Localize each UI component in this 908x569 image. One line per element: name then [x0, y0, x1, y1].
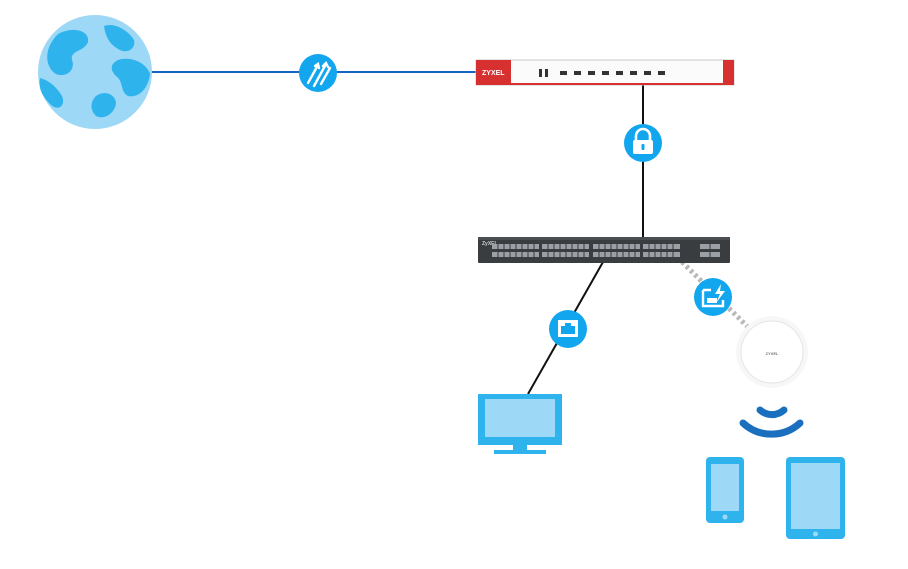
firewall-appliance-icon: ZYXEL	[475, 59, 735, 86]
network-switch-icon: ZyXEL	[478, 237, 730, 263]
ethernet-port-icon	[549, 310, 587, 348]
firewall-brand-label: ZYXEL	[482, 70, 505, 77]
desktop-monitor-icon	[478, 394, 562, 454]
switch-brand-label: ZyXEL	[482, 241, 498, 247]
globe-icon	[38, 15, 152, 129]
poe-power-icon	[694, 278, 732, 316]
lock-icon	[624, 124, 662, 162]
tablet-icon	[786, 457, 845, 539]
wan-speed-icon	[299, 54, 337, 92]
smartphone-icon	[706, 457, 744, 523]
access-point-brand-label: ZYXEL	[766, 351, 779, 356]
wifi-signal-icon	[739, 406, 804, 438]
wireless-access-point-icon: ZYXEL	[736, 316, 808, 388]
